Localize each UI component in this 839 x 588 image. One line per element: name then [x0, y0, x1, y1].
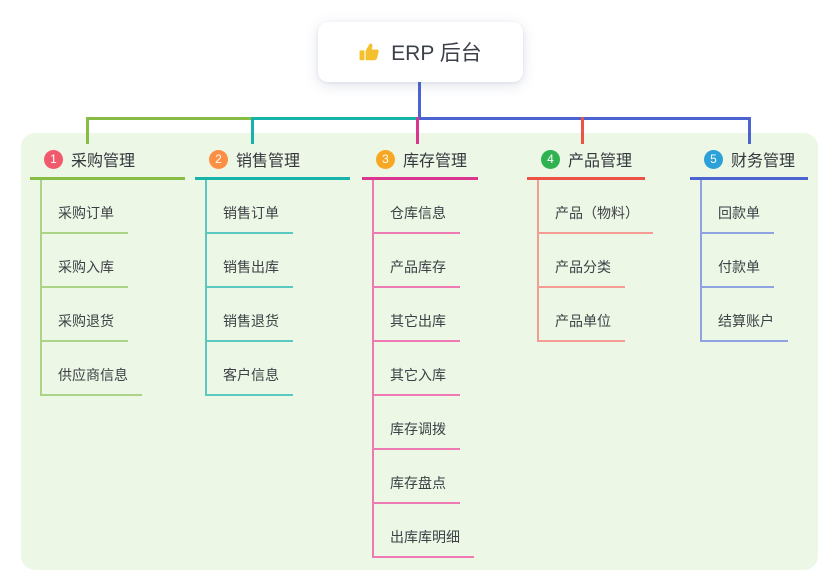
child-node: 采购订单	[30, 180, 185, 234]
branch-title-row: 1 采购管理	[30, 148, 185, 180]
child-node: 回款单	[690, 180, 808, 234]
child-node-label: 出库库明细	[372, 527, 474, 558]
root-title: ERP 后台	[391, 42, 482, 65]
child-node-label: 销售订单	[205, 203, 293, 234]
child-node: 产品分类	[527, 234, 645, 288]
thumbs-up-icon	[359, 41, 381, 63]
child-node-label: 产品单位	[537, 311, 625, 342]
branch-children: 销售订单销售出库销售退货客户信息	[195, 180, 350, 396]
child-node: 产品单位	[527, 288, 645, 342]
connector-branch-drop	[416, 117, 419, 144]
child-node: 付款单	[690, 234, 808, 288]
child-node-label: 回款单	[700, 203, 774, 234]
child-node: 采购退货	[30, 288, 185, 342]
child-node-label: 采购入库	[40, 257, 128, 288]
child-node: 出库库明细	[362, 504, 478, 558]
branch-title-row: 3 库存管理	[362, 148, 478, 180]
branch: 1 采购管理 采购订单采购入库采购退货供应商信息	[30, 148, 185, 396]
child-node: 销售退货	[195, 288, 350, 342]
branch-spine-line	[700, 180, 702, 342]
child-node-label: 付款单	[700, 257, 774, 288]
branch-title-text: 采购管理	[71, 153, 136, 170]
child-node-label: 客户信息	[205, 365, 293, 396]
child-node: 采购入库	[30, 234, 185, 288]
branch: 2 销售管理 销售订单销售出库销售退货客户信息	[195, 148, 350, 396]
child-node-label: 采购订单	[40, 203, 128, 234]
child-node: 产品库存	[362, 234, 478, 288]
child-node-label: 库存调拨	[372, 419, 460, 450]
child-node: 销售订单	[195, 180, 350, 234]
child-node: 结算账户	[690, 288, 808, 342]
child-node-label: 销售退货	[205, 311, 293, 342]
connector-branch-drop	[86, 117, 89, 144]
connector-branch-drop	[251, 117, 254, 144]
branch-title-text: 产品管理	[568, 153, 633, 170]
branch-title-row: 4 产品管理	[527, 148, 645, 180]
branches-panel: 1 采购管理 采购订单采购入库采购退货供应商信息 2 销售管理 销售订单销售出库…	[21, 133, 818, 570]
connector-branch-drop	[748, 117, 751, 144]
branch: 4 产品管理 产品（物料） 产品分类产品单位	[527, 148, 653, 342]
branch-children: 采购订单采购入库采购退货供应商信息	[30, 180, 185, 396]
child-node-label: 仓库信息	[372, 203, 460, 234]
branch: 3 库存管理 仓库信息产品库存其它出库其它入库库存调拨库存盘点出库库明细	[362, 148, 478, 558]
child-node: 销售出库	[195, 234, 350, 288]
branch-title-row: 5 财务管理	[690, 148, 808, 180]
child-node-label: 产品分类	[537, 257, 625, 288]
branch-title-text: 财务管理	[731, 153, 796, 170]
child-node: 库存调拨	[362, 396, 478, 450]
branch: 5 财务管理 回款单付款单结算账户	[690, 148, 808, 342]
branch-spine-line	[537, 180, 539, 342]
child-node: 其它入库	[362, 342, 478, 396]
child-node: 其它出库	[362, 288, 478, 342]
child-node: 产品（物料）	[527, 180, 653, 234]
child-node-label: 库存盘点	[372, 473, 460, 504]
branch-title-row: 2 销售管理	[195, 148, 350, 180]
branch-number-badge: 4	[541, 149, 560, 169]
branch-children: 仓库信息产品库存其它出库其它入库库存调拨库存盘点出库库明细	[362, 180, 478, 558]
branch-spine-line	[372, 180, 374, 558]
branch-number-badge: 2	[209, 149, 228, 169]
branch-children: 回款单付款单结算账户	[690, 180, 808, 342]
child-node: 客户信息	[195, 342, 350, 396]
connector-root-drop	[418, 82, 421, 120]
branch-children: 产品（物料） 产品分类产品单位	[527, 180, 653, 342]
branch-spine-line	[40, 180, 42, 396]
branch-title-text: 销售管理	[236, 153, 301, 170]
child-node-label: 产品（物料）	[537, 203, 653, 234]
branch-spine-line	[205, 180, 207, 396]
child-node: 仓库信息	[362, 180, 478, 234]
root-node: ERP 后台	[318, 22, 523, 82]
child-node-label: 其它出库	[372, 311, 460, 342]
child-node-label: 采购退货	[40, 311, 128, 342]
branch-title-text: 库存管理	[403, 153, 468, 170]
child-node-label: 结算账户	[700, 311, 788, 342]
branch-number-badge: 3	[376, 149, 395, 169]
connector-branch-drop	[581, 117, 584, 144]
child-node-label: 其它入库	[372, 365, 460, 396]
child-node-label: 产品库存	[372, 257, 460, 288]
branch-number-badge: 5	[704, 149, 723, 169]
child-node-label: 供应商信息	[40, 365, 142, 396]
child-node: 库存盘点	[362, 450, 478, 504]
child-node: 供应商信息	[30, 342, 185, 396]
child-node-label: 销售出库	[205, 257, 293, 288]
connector-horizontal-left	[86, 117, 251, 120]
connector-horizontal-mid	[251, 117, 416, 120]
branch-number-badge: 1	[44, 149, 63, 169]
